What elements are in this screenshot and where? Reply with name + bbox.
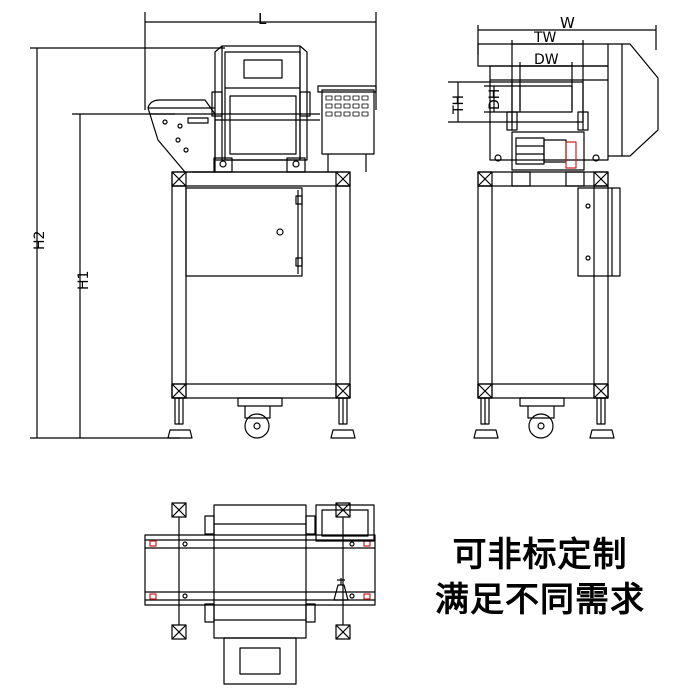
front-detector-head xyxy=(211,45,311,173)
label-TH: TH xyxy=(451,95,467,115)
front-control-panel xyxy=(317,85,377,172)
label-H2: H2 xyxy=(32,231,48,250)
slogan-line-2: 满足不同需求 xyxy=(435,580,645,620)
front-caster xyxy=(237,397,283,439)
dimension-L: L xyxy=(144,10,377,110)
front-cabinet xyxy=(185,187,303,277)
top-conveyor xyxy=(144,534,376,606)
side-feet xyxy=(473,397,615,439)
top-control-box xyxy=(315,504,375,542)
front-feet xyxy=(167,397,356,439)
label-W: W xyxy=(560,14,575,32)
front-view: L H2 H1 xyxy=(30,10,377,439)
front-frame xyxy=(171,171,351,399)
label-H1: H1 xyxy=(76,271,92,290)
front-conveyor xyxy=(147,99,336,173)
dimension-DW: DW xyxy=(519,52,573,110)
top-detector-head xyxy=(204,504,316,685)
side-tunnel xyxy=(494,81,600,171)
dimension-TH: TH xyxy=(448,81,512,123)
label-DW: DW xyxy=(534,52,559,68)
dimension-H1: H1 xyxy=(72,113,175,438)
dimension-DH: DH xyxy=(484,85,520,113)
label-TW: TW xyxy=(533,30,557,46)
label-DH: DH xyxy=(487,89,503,110)
side-cabinet xyxy=(577,187,621,277)
slogan-line-1: 可非标定制 xyxy=(452,535,628,575)
dimension-H2: H2 xyxy=(30,47,225,439)
side-view: W TW DW TH xyxy=(448,14,659,439)
label-L: L xyxy=(258,10,267,28)
top-view xyxy=(144,502,376,685)
dimension-W: W xyxy=(477,14,657,55)
side-frame xyxy=(477,171,609,399)
